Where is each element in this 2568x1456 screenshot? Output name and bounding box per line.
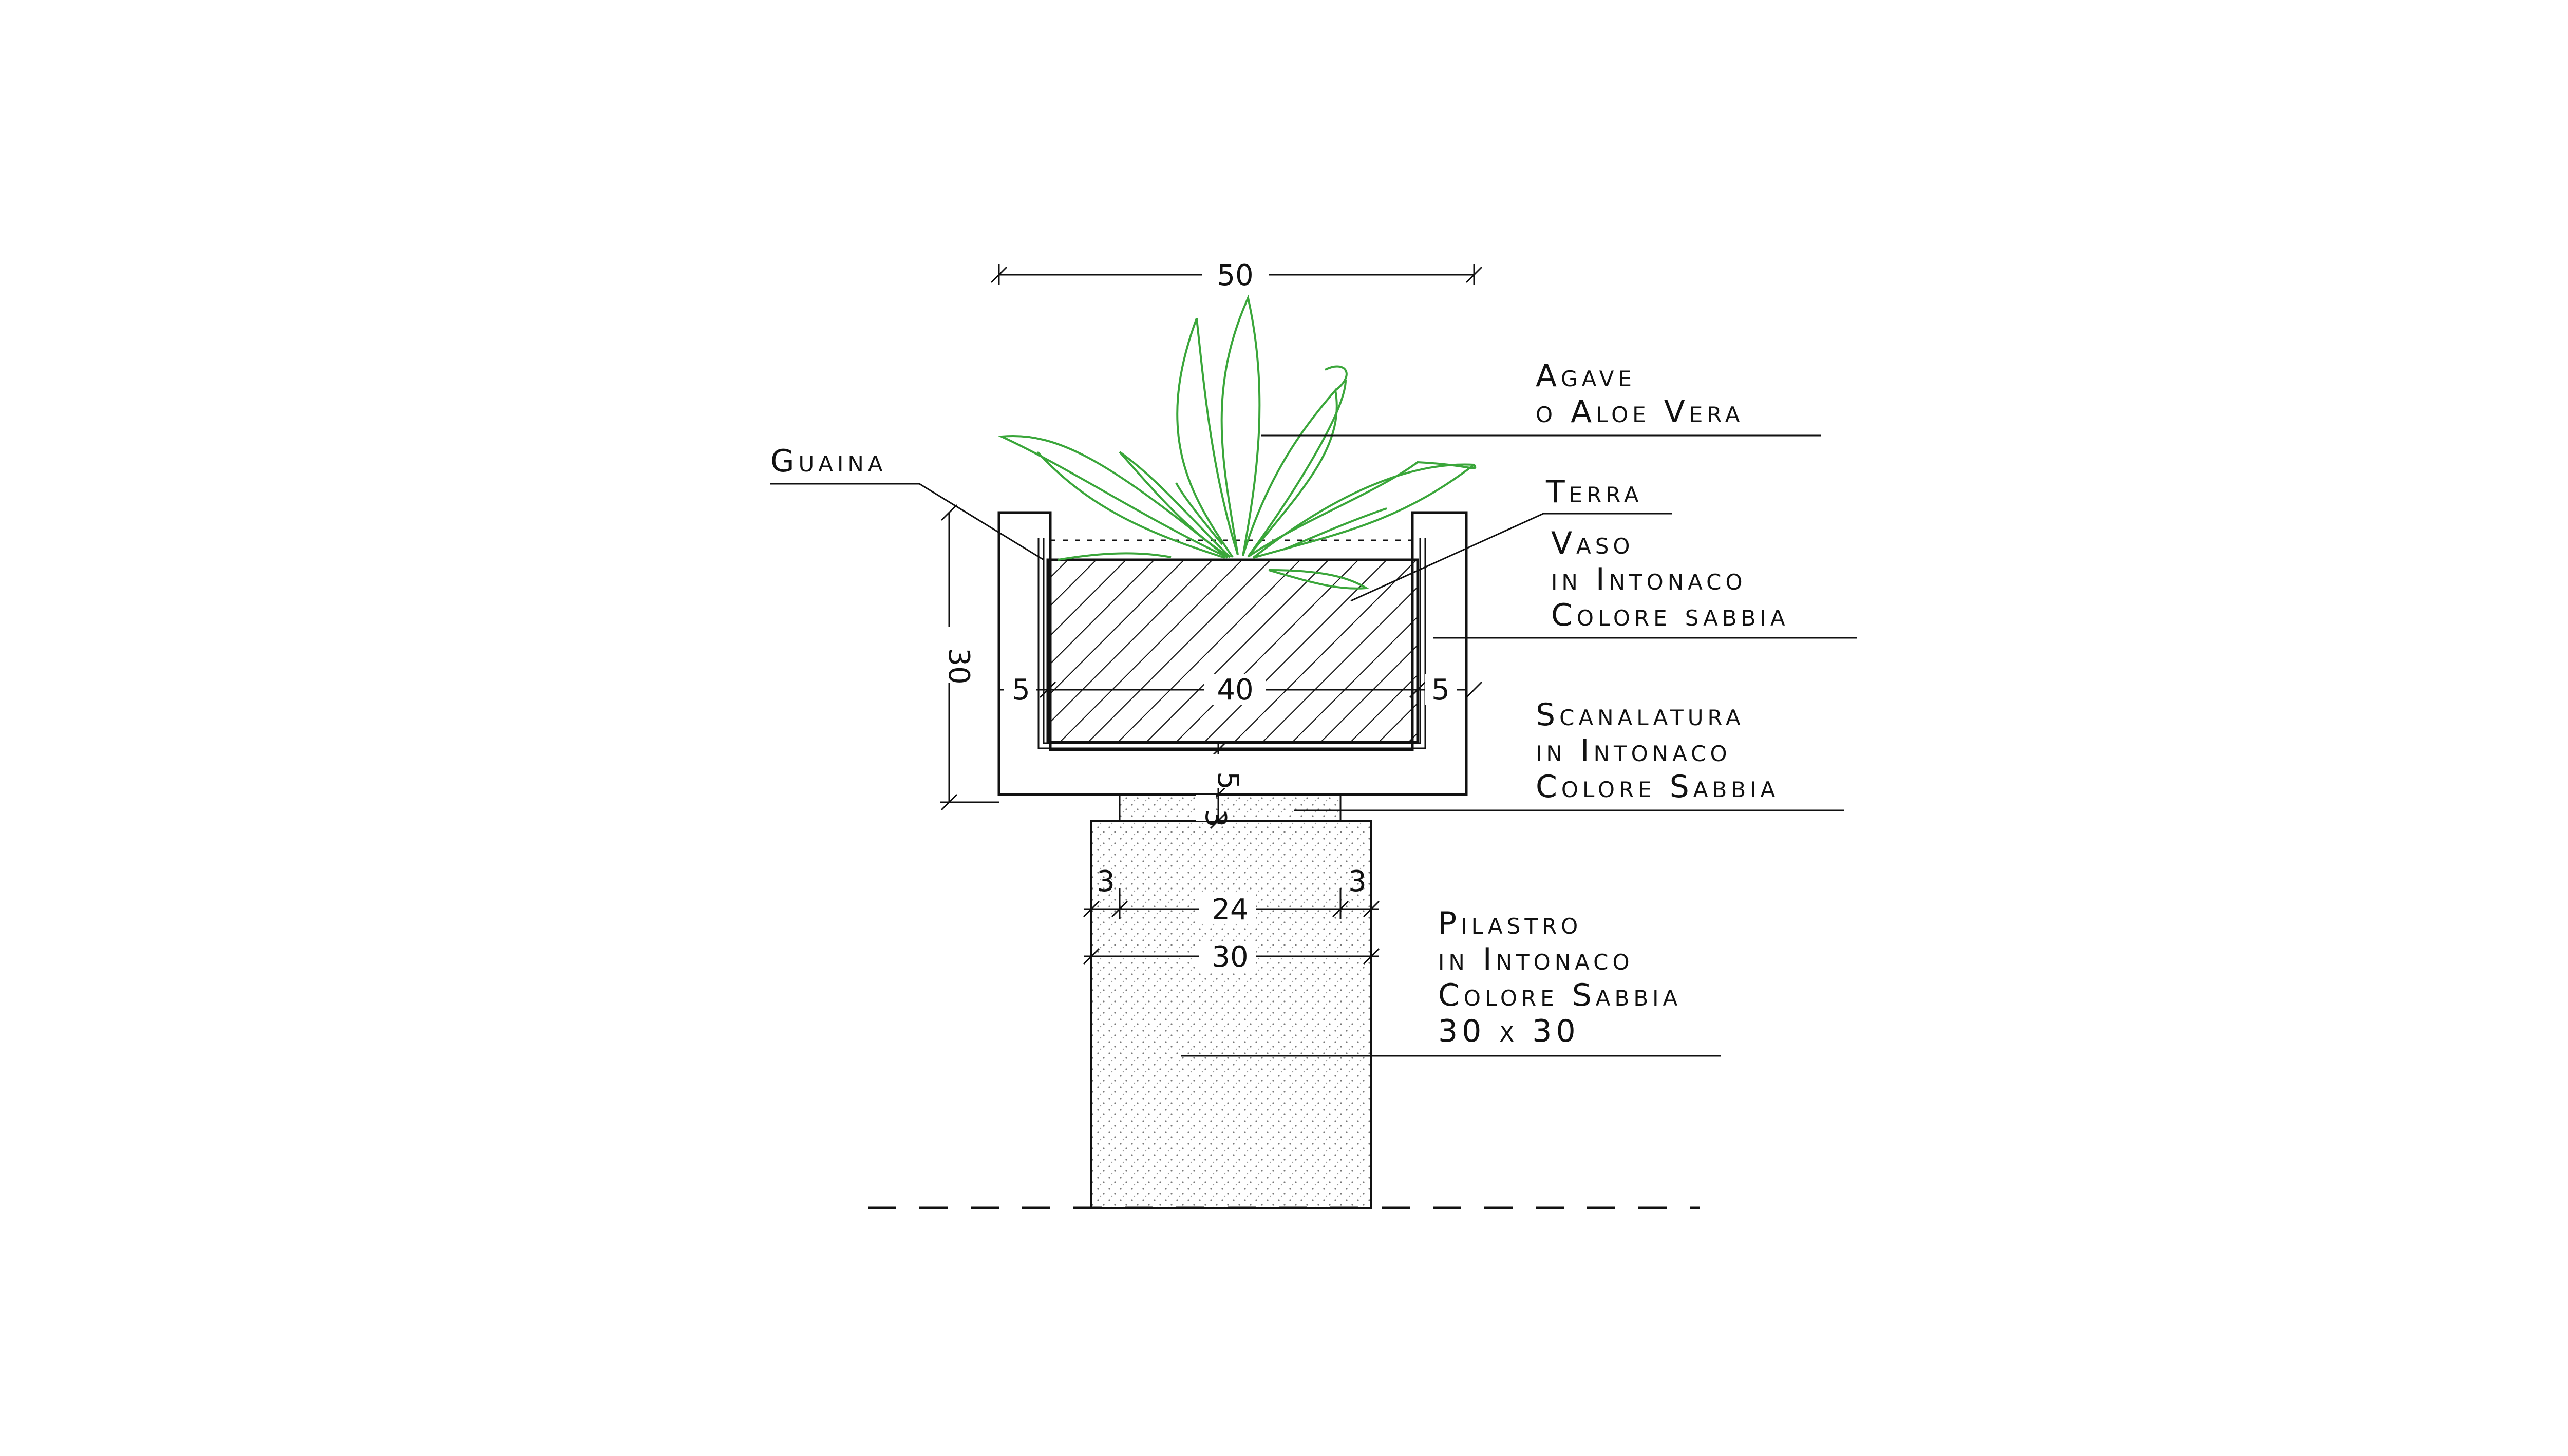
groove [1119, 793, 1342, 822]
agave-plant [997, 294, 1477, 590]
dimension-text-5-right: 5 [1431, 673, 1450, 707]
label-vaso-2: in Intonaco [1551, 561, 1747, 597]
dimension-text-3-groove: 3 [1199, 809, 1232, 827]
label-guaina: Guaina [770, 443, 887, 479]
dimension-height: 30 [932, 504, 999, 811]
dimension-text-50: 50 [1217, 259, 1253, 292]
label-agave-2: o Aloe Vera [1536, 394, 1744, 430]
label-scanalatura-3: Colore Sabbia [1536, 769, 1779, 805]
dimension-top-width: 50 [990, 259, 1483, 292]
dimension-text-5-base: 5 [1211, 771, 1244, 790]
label-scanalatura-2: in Intonaco [1536, 733, 1731, 769]
dimension-text-30-vertical: 30 [942, 648, 975, 684]
dimension-row-groove: 3 24 3 [1083, 865, 1380, 926]
dimension-row-walls: 5 40 5 [999, 673, 1483, 707]
leader-guaina [770, 483, 1044, 561]
label-agave-1: Agave [1536, 358, 1636, 394]
label-pilastro-2: in Intonaco [1438, 941, 1634, 977]
dimension-text-3-left: 3 [1097, 865, 1115, 898]
label-scanalatura-1: Scanalatura [1536, 697, 1745, 733]
label-vaso-1: Vaso [1551, 525, 1634, 561]
dimension-base-groove: 5 3 [1196, 741, 1244, 829]
dimension-text-30-pillar: 30 [1212, 940, 1248, 974]
pillar [1090, 820, 1372, 1209]
label-pilastro-1: Pilastro [1438, 905, 1582, 941]
label-pilastro-3: Colore Sabbia [1438, 977, 1682, 1013]
label-terra: Terra [1545, 474, 1643, 510]
label-vaso-3: Colore sabbia [1551, 597, 1789, 633]
dimension-text-5-left: 5 [1012, 673, 1030, 707]
dimension-text-40: 40 [1217, 673, 1253, 707]
dimension-text-3-right: 3 [1348, 865, 1367, 898]
soil-hatch [1046, 558, 1419, 744]
leader-terra [1350, 513, 1672, 602]
label-pilastro-4: 30 x 30 [1438, 1013, 1580, 1049]
dimension-pillar-width: 30 [1083, 940, 1380, 974]
dimension-text-24: 24 [1212, 893, 1248, 926]
